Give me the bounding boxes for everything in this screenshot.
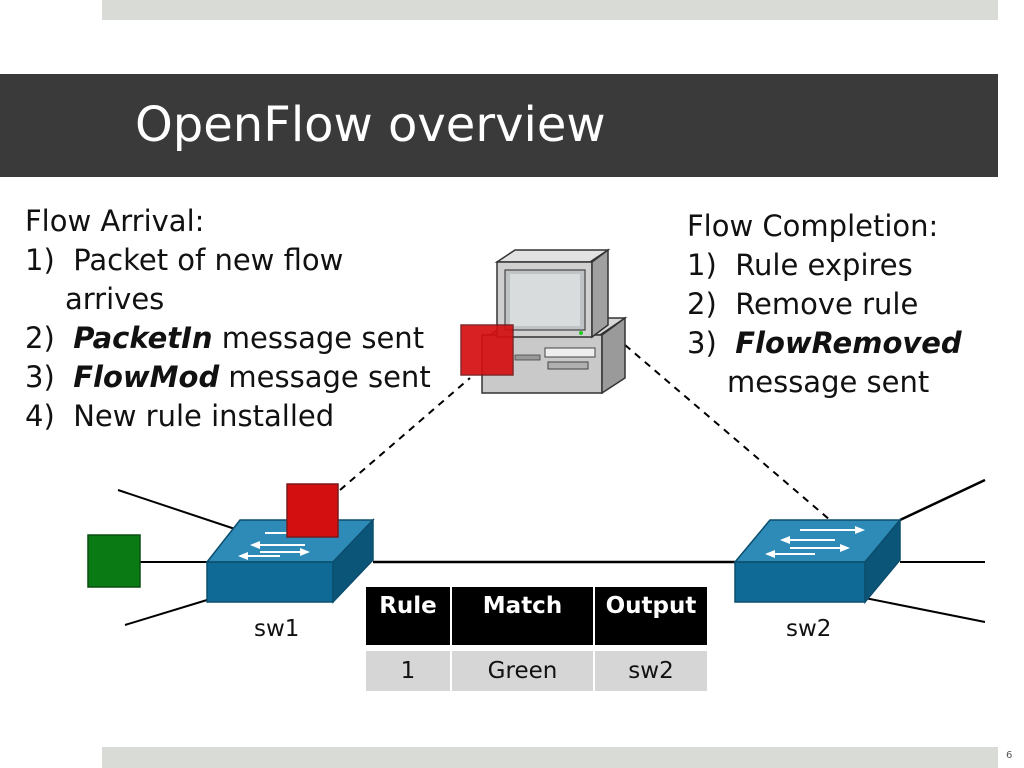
title-bar — [0, 74, 998, 177]
flow-table: Rule Match Output 1 Green sw2 — [366, 587, 707, 691]
host-link — [899, 478, 986, 522]
host-link — [124, 599, 208, 626]
page-number: 6 — [1006, 750, 1013, 761]
packet-square — [286, 483, 339, 538]
table-cell: 1 — [366, 645, 450, 691]
bottom-band — [102, 747, 998, 768]
flow-completion-heading: Flow Completion: — [687, 209, 939, 243]
column-header: Output — [593, 587, 707, 645]
sw1-label: sw1 — [254, 616, 300, 642]
host-link — [864, 597, 986, 623]
packet-square — [460, 324, 514, 376]
control-link-sw1 — [339, 377, 471, 491]
host-link — [117, 489, 239, 531]
list-item: 2) PacketIn message sent — [25, 321, 425, 355]
list-item: 1) Rule expires — [687, 248, 913, 282]
network-switch-icon — [733, 517, 902, 605]
table-header-row: Rule Match Output — [366, 587, 707, 645]
flow-arrival-list: Flow Arrival: 1) Packet of new flow arri… — [25, 202, 431, 436]
computer-icon — [481, 248, 628, 395]
column-header: Rule — [366, 587, 450, 645]
list-item-continuation: message sent — [727, 365, 930, 399]
top-band — [102, 0, 998, 20]
list-item-continuation: arrives — [65, 282, 165, 316]
list-item: 1) Packet of new flow — [25, 243, 344, 277]
control-link-sw2 — [624, 344, 831, 521]
flow-arrival-heading: Flow Arrival: — [25, 204, 205, 238]
packet-square — [87, 534, 141, 588]
list-item: 4) New rule installed — [25, 399, 335, 433]
list-item: 3) FlowRemoved — [687, 326, 962, 360]
column-header: Match — [450, 587, 593, 645]
slide-title: OpenFlow overview — [135, 97, 606, 153]
table-cell: Green — [450, 645, 593, 691]
list-item: 2) Remove rule — [687, 287, 919, 321]
sw2-label: sw2 — [786, 616, 832, 642]
flow-completion-list: Flow Completion: 1) Rule expires 2) Remo… — [687, 207, 962, 402]
list-item: 3) FlowMod message sent — [25, 360, 431, 394]
table-cell: sw2 — [593, 645, 707, 691]
table-row: 1 Green sw2 — [366, 645, 707, 691]
